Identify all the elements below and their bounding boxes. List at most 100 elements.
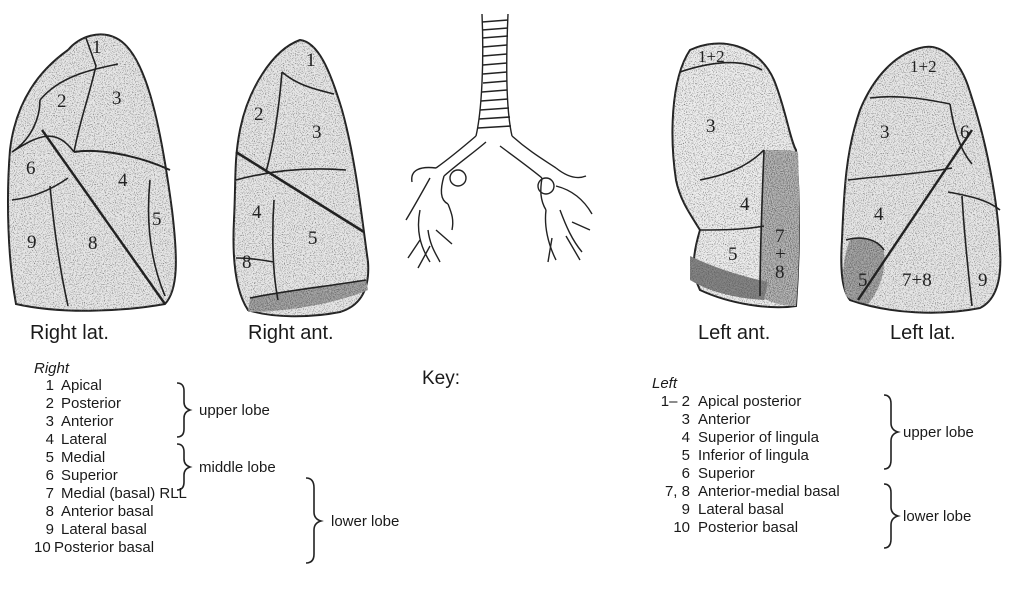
list-item: Superior xyxy=(698,465,755,482)
group-label-lower-lobe: lower lobe xyxy=(331,513,399,530)
item-num: 4 xyxy=(682,429,690,446)
list-item: Medial xyxy=(61,449,105,466)
list-item: 10 xyxy=(34,539,51,556)
seg-label: 8 xyxy=(88,233,98,254)
list-item: Anterior xyxy=(698,411,751,428)
item-num: 3 xyxy=(46,413,54,430)
item-name: Apical posterior xyxy=(698,393,801,410)
list-item: 6 xyxy=(34,467,54,484)
seg-label: 5 xyxy=(308,228,318,249)
item-num: 9 xyxy=(682,501,690,518)
list-item: Apical posterior xyxy=(698,393,801,410)
list-item: 1 xyxy=(34,377,54,394)
group-label-lower-lobe: lower lobe xyxy=(903,508,971,525)
seg-label: 8 xyxy=(775,262,785,283)
key-braces xyxy=(177,383,898,563)
list-item: 4 xyxy=(34,431,54,448)
item-name: Apical xyxy=(61,377,102,394)
item-name: Superior xyxy=(698,465,755,482)
seg-label: 6 xyxy=(26,158,36,179)
item-name: Lateral basal xyxy=(698,501,784,518)
right-key-heading: Right xyxy=(34,360,69,377)
item-num: 1– 2 xyxy=(661,393,690,410)
item-name: Medial (basal) RLL xyxy=(61,485,187,502)
list-item: Superior xyxy=(61,467,118,484)
list-item: 3 xyxy=(34,413,54,430)
item-num: 6 xyxy=(682,465,690,482)
item-name: Medial xyxy=(61,449,105,466)
seg-label: 4 xyxy=(252,202,262,223)
item-num: 3 xyxy=(682,411,690,428)
bronchial-tree xyxy=(406,14,592,268)
list-item: Apical xyxy=(61,377,102,394)
item-num: 10 xyxy=(673,519,690,536)
seg-label: 1+2 xyxy=(698,47,725,66)
list-item: 4 xyxy=(652,429,690,446)
item-name: Posterior basal xyxy=(698,519,798,536)
left-anterior-lung: 1+2 3 4 7 + 8 5 xyxy=(673,43,800,307)
item-num: 7 xyxy=(46,485,54,502)
item-name: Anterior xyxy=(61,413,114,430)
seg-label: 4 xyxy=(740,194,750,215)
list-item: 9 xyxy=(652,501,690,518)
list-item: Anterior xyxy=(61,413,114,430)
seg-label: 2 xyxy=(254,104,264,125)
item-num: 6 xyxy=(46,467,54,484)
group-label-upper-lobe: upper lobe xyxy=(199,402,270,419)
item-name: Posterior basal xyxy=(54,539,154,556)
group-label-middle-lobe: middle lobe xyxy=(199,459,276,476)
item-name: Anterior xyxy=(698,411,751,428)
item-num: 1 xyxy=(46,377,54,394)
item-name: Posterior xyxy=(61,395,121,412)
left-lateral-lung: 1+2 3 6 4 5 7+8 9 xyxy=(841,47,1000,313)
item-name: Inferior of lingula xyxy=(698,447,809,464)
item-num: 7, 8 xyxy=(665,483,690,500)
seg-label: 8 xyxy=(242,252,252,273)
right-lateral-lung: 1 2 3 6 4 5 9 8 xyxy=(8,34,176,310)
item-name: Superior xyxy=(61,467,118,484)
list-item: 1– 2 xyxy=(652,393,690,410)
list-item: 10 xyxy=(652,519,690,536)
list-item: Lateral xyxy=(61,431,107,448)
seg-label: 1 xyxy=(92,37,102,58)
seg-label: 4 xyxy=(118,170,128,191)
caption-right-lat: Right lat. xyxy=(30,322,109,345)
item-name: Lateral xyxy=(61,431,107,448)
list-item: Medial (basal) RLL xyxy=(61,485,187,502)
seg-label: 9 xyxy=(978,270,988,291)
item-name: Lateral basal xyxy=(61,521,147,538)
seg-label: 2 xyxy=(57,91,67,112)
list-item: Anterior basal xyxy=(61,503,154,520)
caption-right-ant: Right ant. xyxy=(248,322,334,345)
item-num: 5 xyxy=(682,447,690,464)
left-key-heading: Left xyxy=(652,375,677,392)
item-name: Superior of lingula xyxy=(698,429,819,446)
seg-label: 5 xyxy=(858,270,868,291)
caption-left-ant: Left ant. xyxy=(698,322,770,345)
caption-left-lat: Left lat. xyxy=(890,322,956,345)
right-anterior-lung: 1 2 3 4 5 8 xyxy=(234,40,369,316)
seg-label: 3 xyxy=(706,116,716,137)
list-item: Posterior xyxy=(61,395,121,412)
item-num: 4 xyxy=(46,431,54,448)
list-item: 8 xyxy=(34,503,54,520)
seg-label: 4 xyxy=(874,204,884,225)
item-name: Anterior basal xyxy=(61,503,154,520)
list-item: Superior of lingula xyxy=(698,429,819,446)
list-item: Lateral basal xyxy=(61,521,147,538)
item-num: 9 xyxy=(46,521,54,538)
list-item: 3 xyxy=(652,411,690,428)
seg-label: 1+2 xyxy=(910,57,937,76)
key-label: Key: xyxy=(422,368,460,390)
item-name: Anterior-medial basal xyxy=(698,483,840,500)
list-item: 2 xyxy=(34,395,54,412)
seg-label: 5 xyxy=(152,209,162,230)
list-item: 5 xyxy=(34,449,54,466)
list-item: 6 xyxy=(652,465,690,482)
seg-label: 5 xyxy=(728,244,738,265)
list-item: 9 xyxy=(34,521,54,538)
seg-label: 3 xyxy=(880,122,890,143)
list-item: 7 xyxy=(34,485,54,502)
list-item: Posterior basal xyxy=(698,519,798,536)
list-item: Inferior of lingula xyxy=(698,447,809,464)
